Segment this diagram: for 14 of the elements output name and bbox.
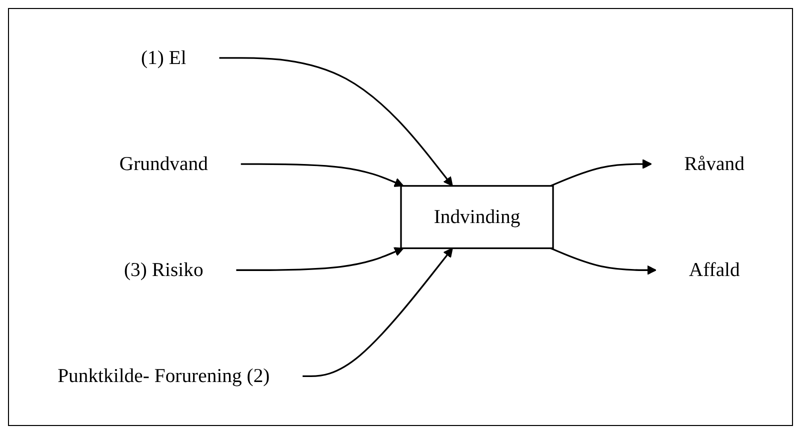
- node-text: (3) Risiko: [123, 258, 203, 280]
- arrow: [302, 248, 452, 377]
- arrow: [218, 57, 452, 186]
- node-text: (1) El: [140, 46, 186, 68]
- arrow: [236, 247, 404, 271]
- node-text: Grundvand: [118, 152, 208, 174]
- node-text: Affald: [688, 258, 740, 280]
- arrow: [550, 159, 652, 187]
- arrow: [550, 247, 656, 275]
- node-box: [400, 185, 554, 249]
- node-text: Punktkilde- Forurening (2): [57, 364, 270, 387]
- arrow: [240, 163, 404, 187]
- diagram-frame: (1) El Grundvand Indvinding Råvand (3) Risiko Affald Punktkilde- Forurening (2): [8, 8, 793, 426]
- node-text: Råvand: [684, 152, 744, 174]
